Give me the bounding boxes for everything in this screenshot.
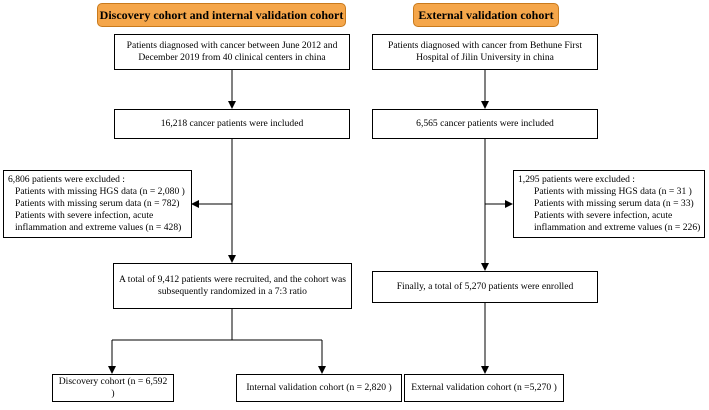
right-included-box: 6,565 cancer patients were included <box>372 109 598 139</box>
right-excluded-title: 1,295 patients were excluded : <box>518 174 635 185</box>
left-excluded-item: Patients with missing serum data (n = 78… <box>15 198 180 209</box>
external-validation-cohort-box: External validation cohort (n =5,270 ) <box>404 374 564 402</box>
internal-validation-cohort-box: Internal validation cohort (n = 2,820 ) <box>236 374 402 402</box>
right-excluded-item: Patients with missing HGS data (n = 31 ) <box>534 186 692 197</box>
header-right: External validation cohort <box>413 3 559 27</box>
left-excluded-item: Patients with missing HGS data (n = 2,08… <box>15 186 185 197</box>
right-excluded-item: inflammation and extreme values (n = 226… <box>534 222 701 233</box>
header-left: Discovery cohort and internal validation… <box>97 3 346 27</box>
discovery-cohort-box: Discovery cohort (n = 6,592 ) <box>52 374 174 402</box>
right-excluded-item: Patients with missing serum data (n = 33… <box>534 198 694 209</box>
right-excluded-item: Patients with severe infection, acute <box>534 210 673 221</box>
left-excluded-box: 6,806 patients were excluded : Patients … <box>3 170 192 238</box>
right-diagnosed-box: Patients diagnosed with cancer from Beth… <box>372 34 598 70</box>
left-excluded-title: 6,806 patients were excluded : <box>8 174 125 185</box>
left-diagnosed-box: Patients diagnosed with cancer between J… <box>114 34 350 70</box>
left-excluded-item: inflammation and extreme values (n = 428… <box>15 222 182 233</box>
right-enrolled-box: Finally, a total of 5,270 patients were … <box>372 271 598 303</box>
left-included-box: 16,218 cancer patients were included <box>114 109 350 139</box>
right-excluded-box: 1,295 patients were excluded : Patients … <box>513 170 705 238</box>
left-excluded-item: Patients with severe infection, acute <box>15 210 154 221</box>
left-recruited-box: A total of 9,412 patients were recruited… <box>113 263 352 309</box>
